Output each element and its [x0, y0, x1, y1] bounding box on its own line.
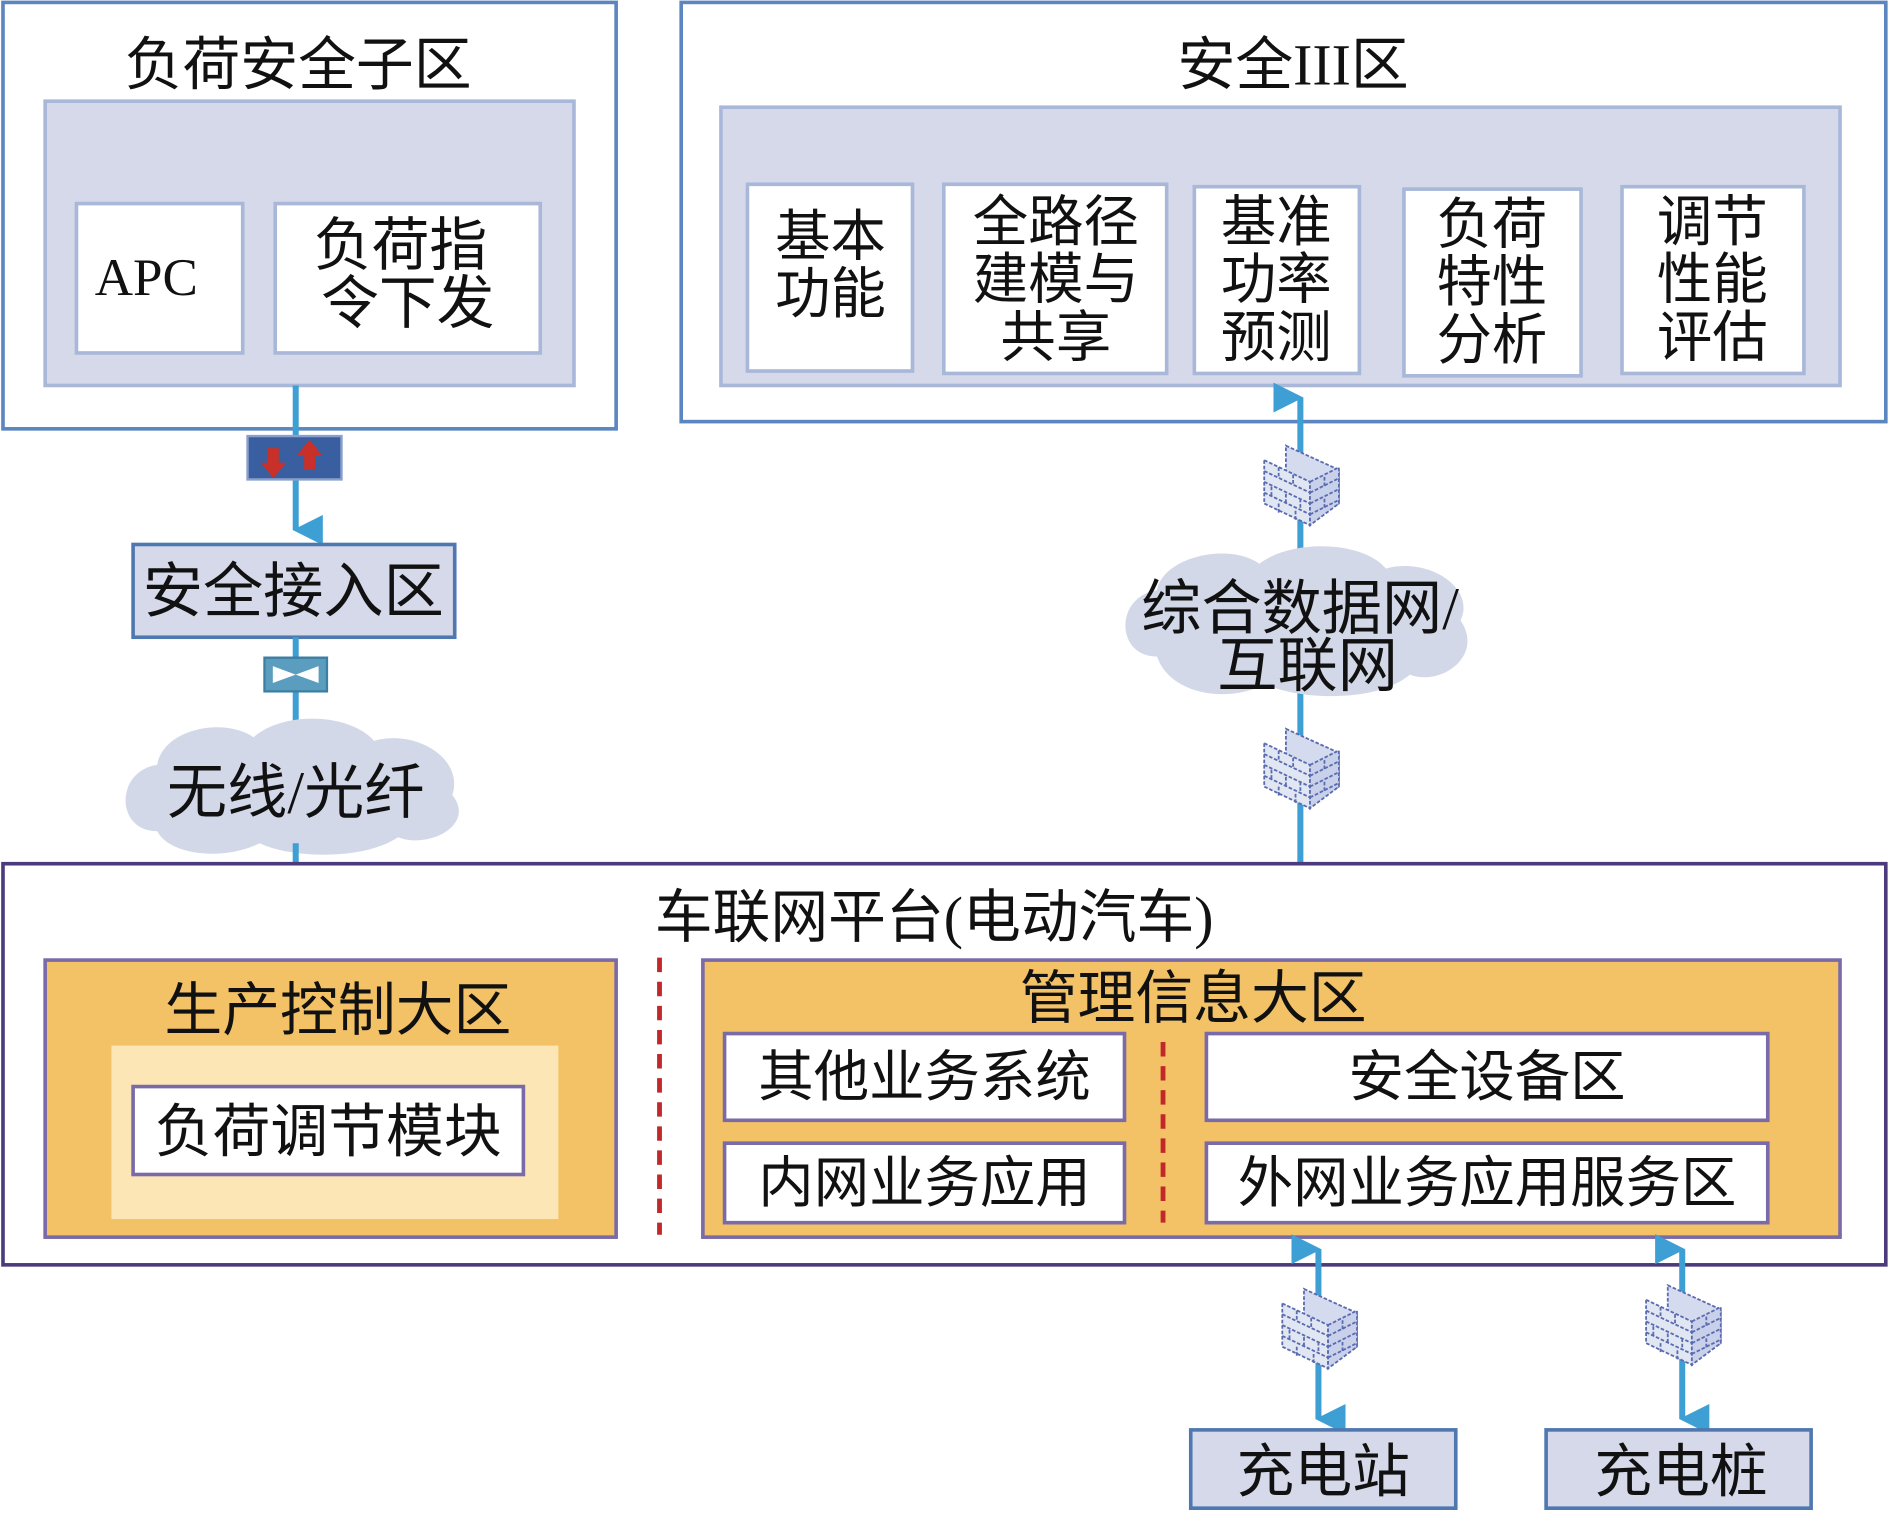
platform-title: 车联网平台(电动汽车): [655, 885, 1214, 950]
wireless-cloud: 无线/光纤: [125, 718, 459, 855]
vehicle-network-platform: 车联网平台(电动汽车) 生产控制大区 负荷调节模块 管理信息大区 其他业务系统 …: [1, 861, 1888, 1267]
firewall-icon: [1645, 1284, 1722, 1366]
module-baseline-power-forecast: 基准功率预测: [1192, 184, 1362, 376]
security-devices-label: 安全设备区: [1349, 1047, 1626, 1108]
firewall-icon: [1263, 444, 1340, 527]
access-zone-label: 安全接入区: [143, 559, 444, 626]
bidirectional-gateway-icon: [246, 434, 343, 481]
svg-text:基本功能: 基本功能: [775, 206, 886, 325]
svg-text:调节性能评估: 调节性能评估: [1657, 192, 1768, 369]
management-information-zone: 管理信息大区 其他业务系统 内网业务应用 安全设备区 外网业务应用服务区: [701, 958, 1842, 1239]
charging-pile-box: [1544, 1428, 1813, 1510]
charging-pile-label: 充电桩: [1594, 1439, 1767, 1504]
management-zone-title: 管理信息大区: [1020, 966, 1367, 1031]
intranet-apps-label: 内网业务应用: [758, 1153, 1090, 1214]
load-command-label: 负荷指 令下发: [314, 213, 502, 336]
apc-box: [74, 201, 245, 355]
load-regulation-module-label: 负荷调节模块: [155, 1100, 502, 1165]
apc-label: APC: [95, 249, 198, 307]
extranet-services-label: 外网业务应用服务区: [1238, 1153, 1737, 1214]
load-command-box: [273, 201, 543, 355]
data-network-cloud: 综合数据网/ 互联网: [1125, 546, 1474, 701]
wireless-cloud-label: 无线/光纤: [167, 760, 425, 827]
firewall-icon: [1281, 1288, 1358, 1370]
intranet-apps-box: [722, 1141, 1127, 1225]
module-basic-functions: 基本功能: [745, 182, 915, 373]
isolation-device-icon: [263, 656, 329, 693]
charging-station-label: 充电站: [1237, 1439, 1410, 1504]
production-zone-title: 生产控制大区: [164, 978, 511, 1043]
svg-text:负荷特性分析: 负荷特性分析: [1436, 194, 1547, 371]
data-network-cloud-label: 综合数据网/ 互联网: [1141, 576, 1474, 701]
security-zone-iii: 安全III区 基本功能 全路径建模与共享 基准功率预测 负荷特性分析 调节性能评…: [679, 0, 1888, 424]
module-load-characteristic-analysis: 负荷特性分析: [1402, 187, 1583, 378]
load-security-subzone: 负荷安全子区 APC 负荷指 令下发: [1, 0, 618, 431]
svg-text:全路径建模与共享: 全路径建模与共享: [973, 192, 1139, 369]
module-full-path-modeling: 全路径建模与共享: [941, 182, 1169, 376]
access-zone-box: [131, 542, 457, 640]
load-regulation-module: [131, 1084, 526, 1177]
security-devices-box: [1204, 1031, 1770, 1123]
security-zone-iii-title: 安全III区: [1178, 32, 1409, 97]
charging-station-box: [1188, 1428, 1458, 1510]
production-control-zone: 生产控制大区 负荷调节模块: [43, 958, 618, 1239]
module-regulation-performance-evaluation: 调节性能评估: [1620, 184, 1806, 376]
svg-text:基准功率预测: 基准功率预测: [1221, 192, 1332, 369]
other-systems-box: [722, 1031, 1127, 1123]
extranet-services-box: [1204, 1141, 1770, 1225]
other-systems-label: 其他业务系统: [758, 1047, 1090, 1108]
load-security-subzone-title: 负荷安全子区: [125, 32, 472, 97]
firewall-icon: [1263, 727, 1340, 810]
